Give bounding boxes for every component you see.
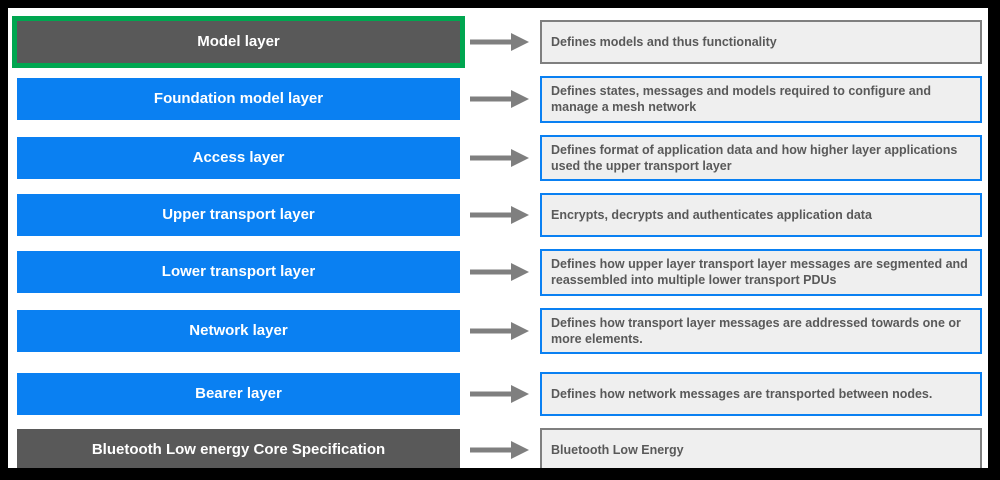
description-box: Defines how transport layer messages are…	[540, 307, 982, 354]
description-box: Defines how network messages are transpo…	[540, 372, 982, 416]
description-text: Defines models and thus functionality	[551, 34, 777, 49]
layer-label: Foundation model layer	[153, 90, 324, 107]
description-text: Defines format of application data and h…	[551, 142, 958, 173]
mesh-stack-diagram: Model layer Defines models and thus func…	[8, 8, 988, 468]
layer-row: Foundation model layer Defines states, m…	[17, 76, 984, 123]
layer-box: Foundation model layer	[17, 78, 460, 121]
layer-row: Network layer Defines how transport laye…	[17, 307, 984, 354]
arrow-zone	[460, 383, 540, 405]
arrow-right-icon	[470, 321, 529, 340]
layer-label: Upper transport layer	[162, 205, 315, 223]
arrow-right-icon	[470, 33, 529, 51]
arrow-right-icon	[470, 441, 529, 459]
layer-label: Bluetooth Low energy Core Specification	[91, 440, 386, 458]
layer-row: Access layer Defines format of applicati…	[17, 134, 984, 181]
layer-row: Bluetooth Low energy Core Specification …	[17, 428, 984, 468]
description-text: Defines states, messages and models requ…	[551, 84, 931, 115]
layer-box: Lower transport layer	[17, 251, 460, 294]
description-text: Defines how network messages are transpo…	[551, 386, 933, 401]
arrow-right-icon	[470, 385, 529, 403]
description-box: Encrypts, decrypts and authenticates app…	[540, 193, 982, 237]
arrow-zone	[460, 320, 540, 342]
layer-box: Bluetooth Low energy Core Specification	[17, 429, 460, 468]
arrow-zone	[460, 204, 540, 226]
arrow-zone	[460, 439, 540, 461]
layer-row: Model layer Defines models and thus func…	[12, 16, 984, 68]
layer-box: Model layer	[12, 16, 465, 68]
arrow-zone	[460, 88, 540, 110]
arrow-zone	[460, 31, 540, 53]
description-box: Defines states, messages and models requ…	[540, 76, 982, 123]
layer-row: Upper transport layer Encrypts, decrypts…	[17, 193, 984, 237]
layer-label: Model layer	[197, 32, 280, 50]
arrow-right-icon	[470, 263, 529, 282]
arrow-zone	[460, 261, 540, 283]
layer-box: Upper transport layer	[17, 194, 460, 236]
description-text: Defines how upper layer transport layer …	[551, 257, 968, 288]
layer-box: Network layer	[17, 309, 460, 352]
description-box: Defines format of application data and h…	[540, 134, 982, 181]
layer-row: Lower transport layer Defines how upper …	[17, 249, 984, 296]
layer-row: Bearer layer Defines how network message…	[17, 372, 984, 416]
arrow-right-icon	[470, 206, 529, 224]
layer-label: Network layer	[189, 321, 288, 339]
arrow-right-icon	[470, 90, 529, 109]
description-box: Defines how upper layer transport layer …	[540, 249, 982, 296]
description-box: Bluetooth Low Energy	[540, 428, 982, 468]
diagram-rows: Model layer Defines models and thus func…	[12, 16, 984, 468]
layer-label: Access layer	[192, 148, 285, 166]
description-text: Defines how transport layer messages are…	[551, 315, 961, 346]
description-box: Defines models and thus functionality	[540, 20, 982, 64]
arrow-zone	[460, 147, 540, 169]
layer-box: Access layer	[17, 136, 460, 179]
layer-label: Bearer layer	[195, 384, 282, 402]
layer-label: Lower transport layer	[161, 263, 316, 280]
arrow-right-icon	[470, 148, 529, 167]
description-text: Encrypts, decrypts and authenticates app…	[551, 207, 872, 222]
layer-box: Bearer layer	[17, 373, 460, 415]
description-text: Bluetooth Low Energy	[551, 442, 684, 457]
